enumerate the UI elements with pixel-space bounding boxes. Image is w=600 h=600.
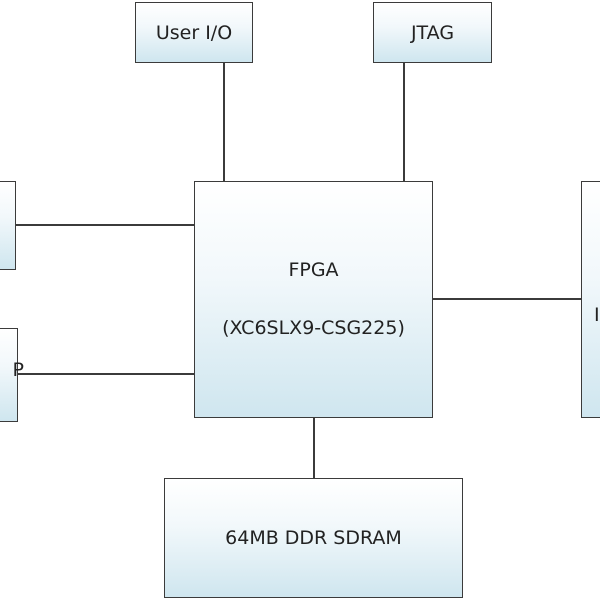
- wire-jtag-fpga: [403, 62, 405, 182]
- fpga-part-number: (XC6SLX9-CSG225): [222, 317, 405, 339]
- wire-left-lower-fpga: [17, 373, 195, 375]
- fpga-label: FPGA (XC6SLX9-CSG225): [222, 227, 405, 372]
- right-block-partial: I: [581, 181, 600, 418]
- wire-fpga-right: [432, 298, 582, 300]
- jtag-block: JTAG: [373, 2, 492, 63]
- wire-userio-fpga: [223, 62, 225, 182]
- jtag-label: JTAG: [410, 21, 455, 44]
- left-upper-block-partial: [0, 181, 16, 270]
- left-lower-block-partial: P: [0, 328, 24, 422]
- user-io-block: User I/O: [135, 2, 253, 63]
- left-lower-partial-label: P: [12, 359, 24, 381]
- wire-fpga-sdram: [313, 417, 315, 479]
- right-partial-label: I: [594, 303, 600, 326]
- fpga-name: FPGA: [288, 259, 339, 281]
- user-io-label: User I/O: [155, 21, 233, 44]
- sdram-label: 64MB DDR SDRAM: [225, 527, 402, 549]
- sdram-block: 64MB DDR SDRAM: [164, 478, 463, 598]
- wire-left-upper-fpga: [15, 224, 195, 226]
- fpga-block: FPGA (XC6SLX9-CSG225): [194, 181, 433, 418]
